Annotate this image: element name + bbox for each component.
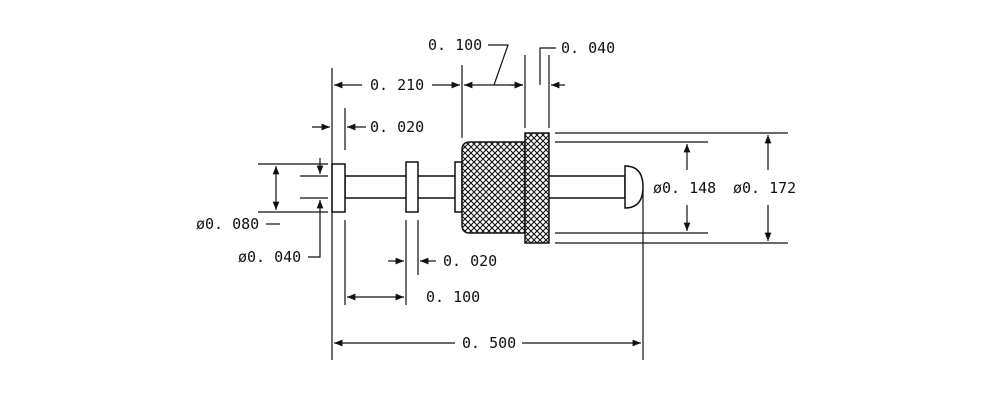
- middle-collar: [405, 161, 419, 213]
- label-0100-top: 0. 100: [428, 36, 482, 54]
- rear-flange: [331, 163, 346, 213]
- dim-0040-dia-leader: [308, 216, 321, 258]
- knurled-body: [461, 141, 526, 234]
- label-0020-lower: 0. 020: [443, 252, 497, 270]
- label-0040-top: 0. 040: [561, 39, 615, 57]
- dome-tip: [624, 165, 644, 209]
- label-0500: 0. 500: [462, 334, 516, 352]
- label-0172: ø0. 172: [733, 179, 796, 197]
- dim-0040-top-leader: [539, 47, 556, 85]
- knurled-collar: [524, 132, 550, 244]
- dimension-labels: 0. 100 0. 040 0. 210 0. 020 ø0. 148 ø0. …: [196, 36, 796, 352]
- pin-part: [331, 132, 644, 244]
- label-0020-upper: 0. 020: [370, 118, 424, 136]
- label-0148: ø0. 148: [653, 179, 716, 197]
- dim-0100-top-leader: [488, 44, 509, 86]
- dimension-lines: [258, 44, 788, 360]
- label-0080: ø0. 080: [196, 215, 259, 233]
- label-0210: 0. 210: [370, 76, 424, 94]
- label-0040-dia: ø0. 040: [238, 248, 301, 266]
- label-0100-lower: 0. 100: [426, 288, 480, 306]
- knurl-step: [454, 161, 463, 213]
